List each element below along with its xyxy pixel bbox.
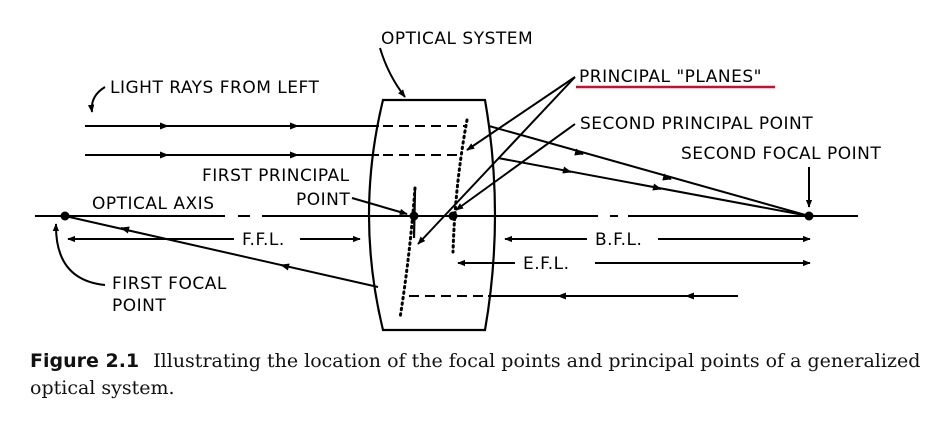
optical-axis-label: OPTICAL AXIS xyxy=(92,194,215,214)
second-focal-point-label: SECOND FOCAL POINT xyxy=(681,144,881,164)
ffl-label: F.F.L. xyxy=(242,230,285,250)
lens-body xyxy=(367,98,497,332)
first-focal-point xyxy=(60,211,70,221)
optical-system-diagram: OPTICAL SYSTEM LIGHT RAYS FROM LEFT PRIN… xyxy=(35,29,881,332)
caption-text: Illustrating the location of the focal p… xyxy=(30,350,921,399)
first-principal-point-label-line2: POINT xyxy=(296,190,350,210)
first-focal-point-label-line2: POINT xyxy=(112,296,166,316)
optical-system-label: OPTICAL SYSTEM xyxy=(381,29,533,49)
leader-lines xyxy=(52,47,813,286)
second-principal-plane xyxy=(451,118,469,254)
light-rays-label: LIGHT RAYS FROM LEFT xyxy=(110,78,319,98)
first-principal-point-label-line1: FIRST PRINCIPAL xyxy=(202,166,350,186)
efl-label: E.F.L. xyxy=(523,254,569,274)
figure-number: Figure 2.1 xyxy=(30,350,140,372)
first-principal-point xyxy=(409,211,419,221)
light-ray-3 xyxy=(64,215,738,300)
bfl-label: B.F.L. xyxy=(595,230,642,250)
principal-planes-label: PRINCIPAL "PLANES" xyxy=(579,67,762,87)
first-focal-point-label-line1: FIRST FOCAL xyxy=(112,274,227,294)
first-principal-plane xyxy=(398,186,417,320)
light-ray-1 xyxy=(85,122,810,217)
second-principal-point xyxy=(448,211,458,221)
light-ray-2 xyxy=(85,151,810,217)
second-principal-point-label: SECOND PRINCIPAL POINT xyxy=(580,114,813,134)
second-focal-point xyxy=(804,211,814,221)
